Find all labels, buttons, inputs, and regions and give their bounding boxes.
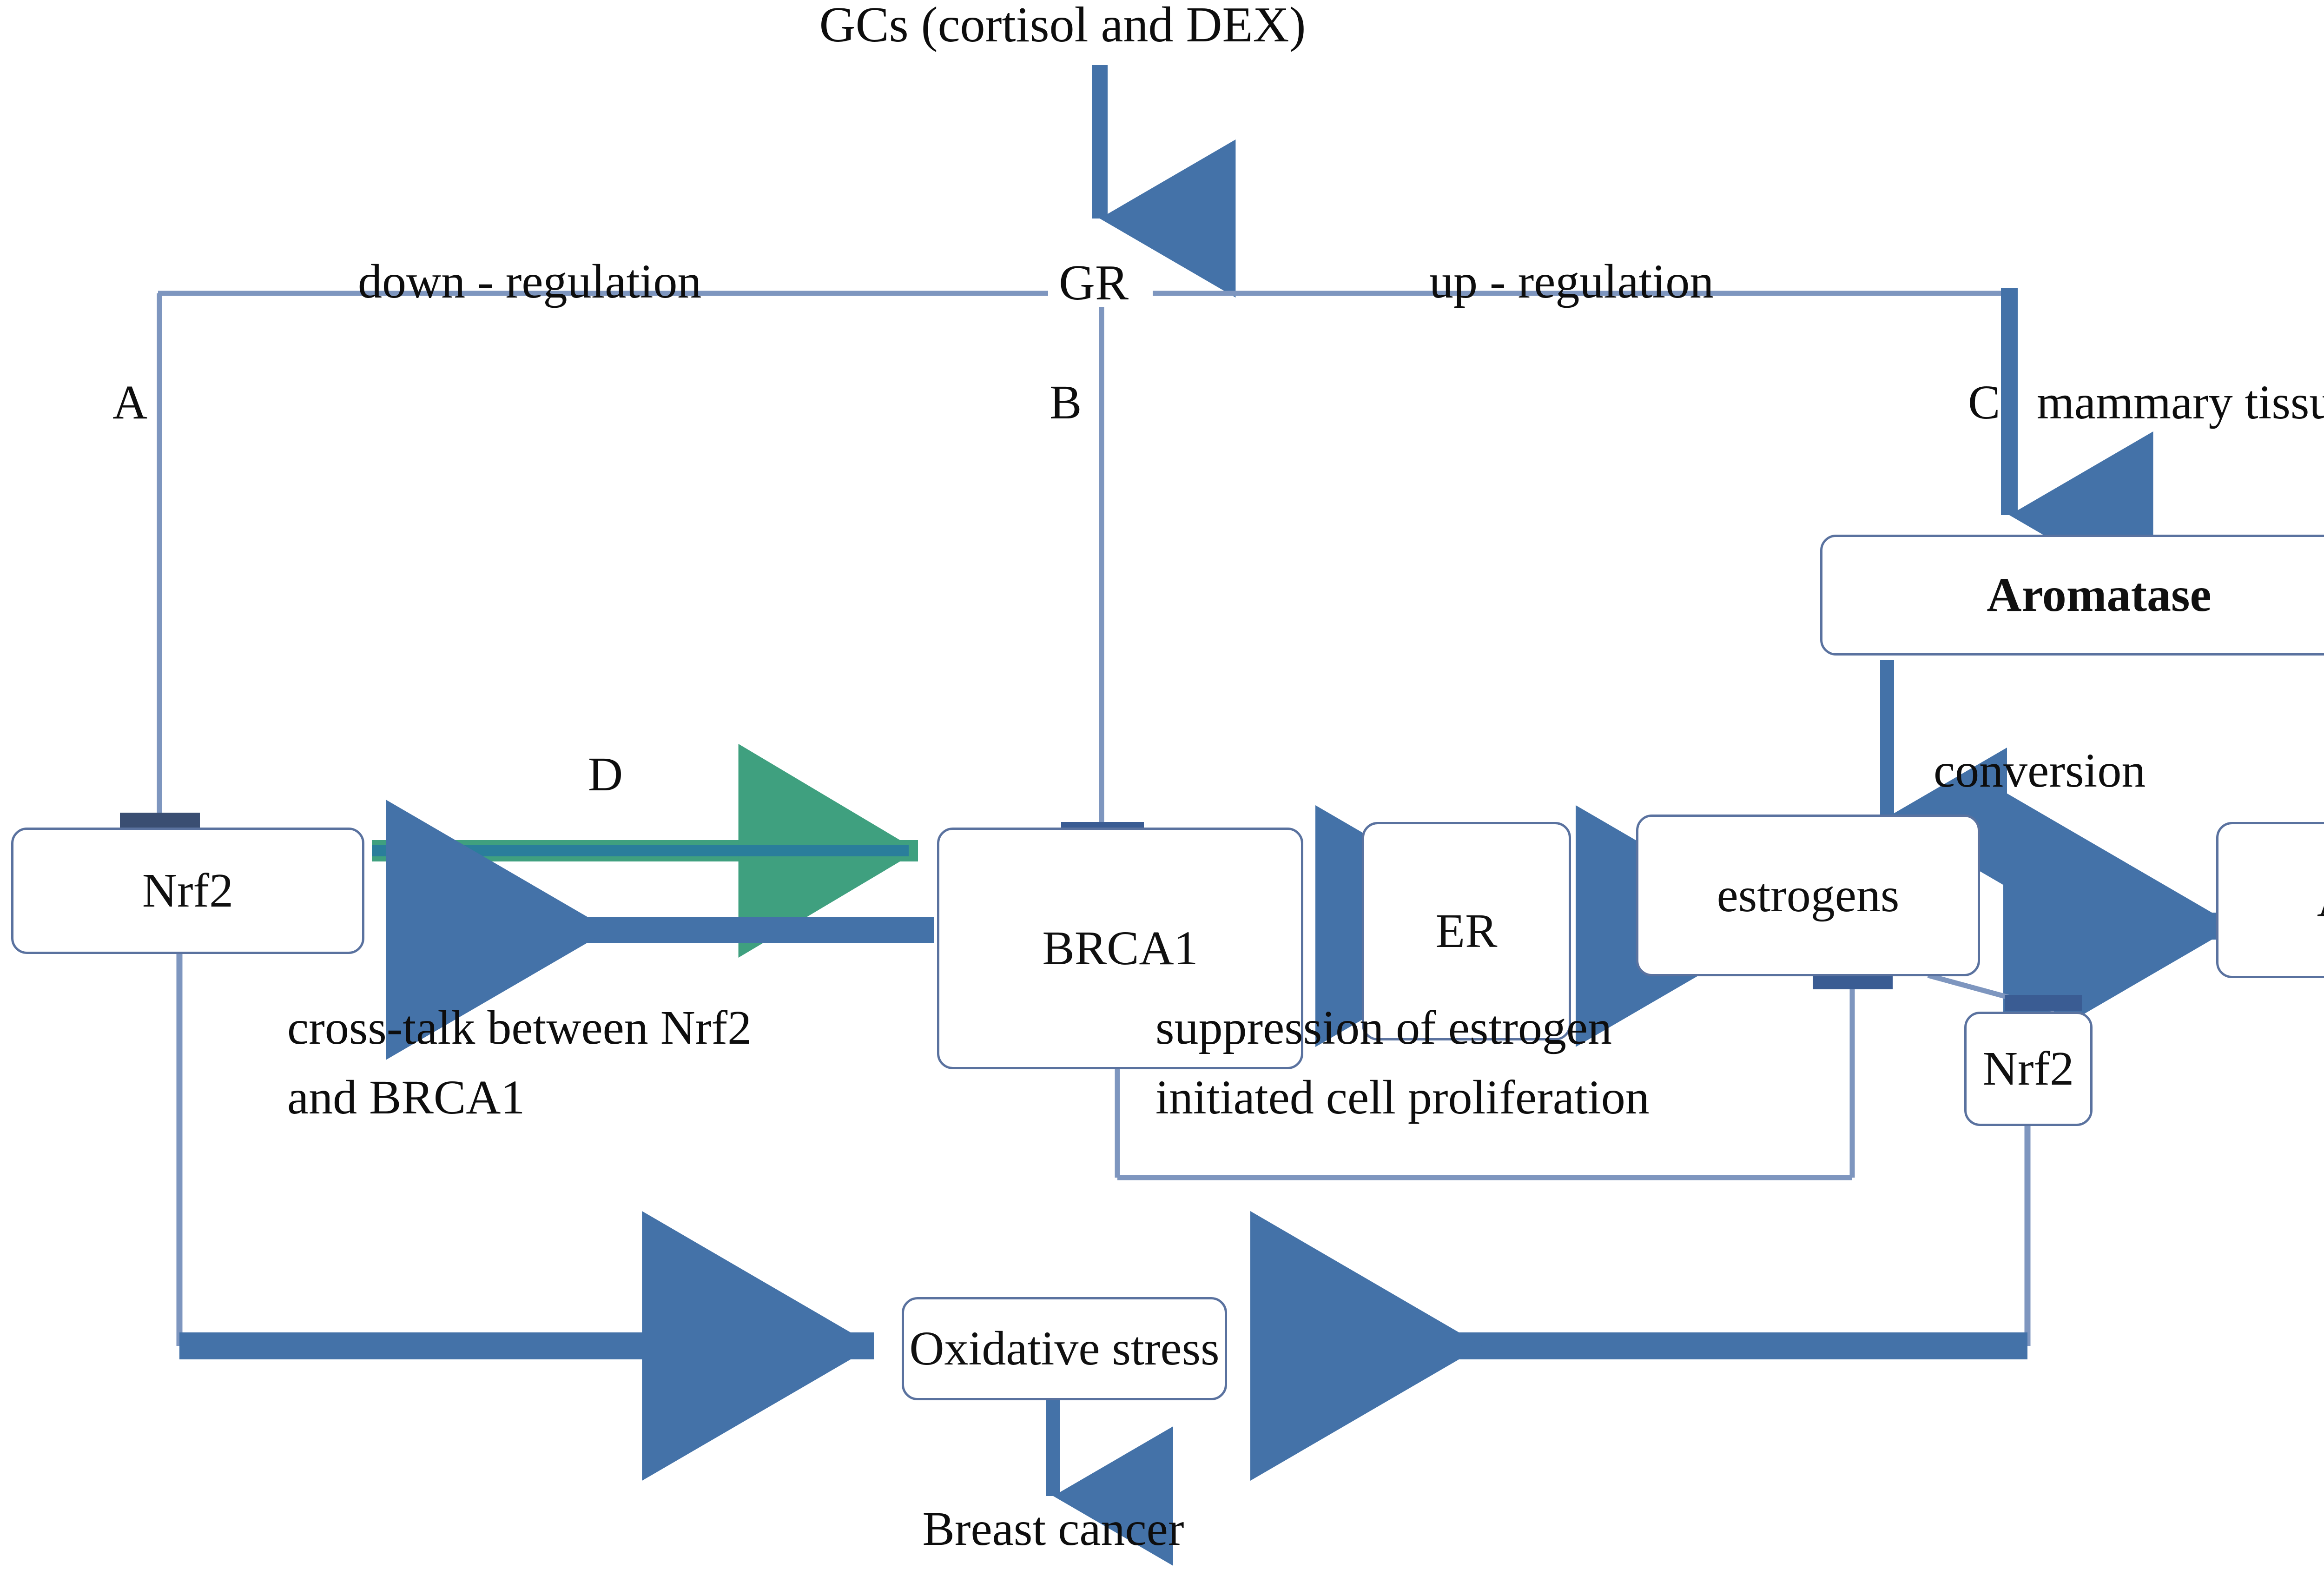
node-estrogens[interactable]: estrogens [1636, 815, 1980, 976]
annotation-crosstalk-line1: cross-talk between Nrf2 [287, 1001, 752, 1054]
branch-label-a: A [112, 376, 148, 429]
node-er[interactable]: ER [1362, 822, 1571, 1040]
edge-label-conversion: conversion [1934, 744, 2146, 797]
annotation-crosstalk-line2: and BRCA1 [287, 1071, 525, 1124]
node-er-label: ER [1435, 904, 1498, 958]
edge-label-up-regulation: up - regulation [1429, 255, 1714, 308]
node-androgens-label: Androgens [2317, 876, 2324, 924]
node-nrf2-right-label: Nrf2 [1982, 1042, 2074, 1095]
node-nrf2-left-label: Nrf2 [142, 864, 234, 917]
edge-estrogens-to-nrf2-inhibition [1927, 973, 2082, 1013]
annotation-suppression-line2: initiated cell proliferation [1155, 1071, 1650, 1124]
node-aromatase[interactable]: Aromatase [1820, 535, 2324, 656]
node-estrogens-label: estrogens [1717, 868, 1900, 922]
edge-label-down-regulation: down - regulation [358, 255, 702, 308]
node-nrf2-right[interactable]: Nrf2 [1964, 1012, 2093, 1126]
node-breast-cancer-label: Breast cancer [922, 1502, 1184, 1556]
branch-label-d: C [1968, 376, 2000, 429]
edge-label-mammary-tissue: mammary tissue [2037, 376, 2324, 429]
node-brca1-label: BRCA1 [1042, 921, 1198, 975]
node-brca1[interactable]: BRCA1 [937, 828, 1303, 1069]
node-aromatase-label: Aromatase [1987, 568, 2212, 622]
node-nrf2-left[interactable]: Nrf2 [11, 828, 364, 954]
annotation-suppression-line1: suppression of estrogen [1155, 1001, 1612, 1054]
node-gr-label: GR [1059, 255, 1129, 311]
node-oxidative-stress-label: Oxidative stress [909, 1322, 1220, 1375]
edge-gr-down-regulation [120, 291, 1048, 828]
edge-nrf2-to-oxidative-stress [176, 954, 874, 1481]
branch-label-b: B [1050, 376, 1082, 429]
branch-label-c: D [588, 748, 623, 801]
node-gcs-label: GCs (cortisol and DEX) [819, 0, 1306, 53]
edge-nrf2right-to-oxidative-stress [1250, 1125, 2031, 1481]
node-oxidative-stress[interactable]: Oxidative stress [902, 1297, 1227, 1400]
node-androgens[interactable]: Androgens [2216, 822, 2324, 978]
